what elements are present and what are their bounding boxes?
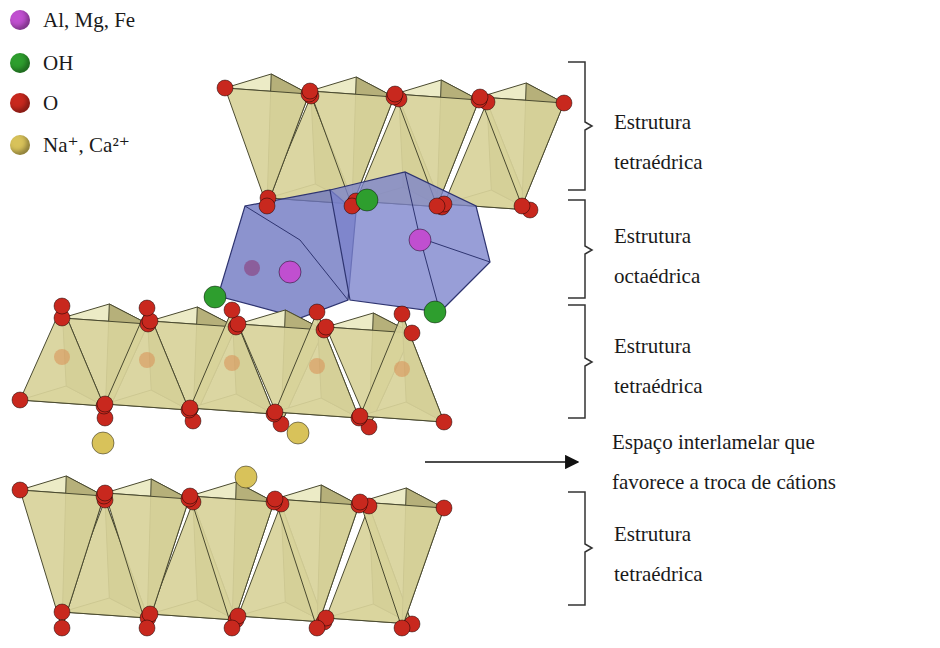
tetrahedron <box>275 312 359 418</box>
atom <box>12 482 28 498</box>
atom <box>556 95 572 111</box>
atom <box>217 80 233 96</box>
tetrahedron <box>190 310 274 414</box>
atom <box>318 319 334 335</box>
atom <box>352 408 368 424</box>
atom <box>287 422 309 444</box>
atom <box>139 300 155 316</box>
tetra-face <box>190 310 274 414</box>
tetrahedron <box>105 308 189 410</box>
tetra-face <box>275 499 359 628</box>
atom <box>302 83 318 99</box>
silicon-atom <box>54 349 70 365</box>
atom <box>267 491 283 507</box>
legend-text: Na⁺, Ca²⁺ <box>43 132 130 158</box>
octahedra <box>218 172 490 318</box>
atom <box>182 400 198 416</box>
legend-swatch <box>10 135 30 155</box>
atom <box>224 620 240 636</box>
atom <box>92 432 114 454</box>
atom <box>356 189 378 211</box>
legend-text: O <box>43 90 58 116</box>
atom <box>235 466 257 488</box>
atom <box>142 606 158 622</box>
atom <box>267 404 283 420</box>
tetra-face <box>360 314 444 422</box>
atom <box>436 500 452 516</box>
silicon-atom <box>139 352 155 368</box>
metal-atom <box>244 260 260 276</box>
tetra-face <box>480 97 564 206</box>
atom <box>224 302 240 318</box>
atom <box>12 392 28 408</box>
structure-label: Estrutura tetraédrica <box>614 514 739 594</box>
atom <box>472 89 488 105</box>
atom <box>204 286 226 308</box>
atom <box>97 485 113 501</box>
silicon-atom <box>309 358 325 374</box>
structure-label: Estrutura tetraédrica <box>614 326 739 406</box>
tetra-face <box>105 493 189 628</box>
legend-text: Al, Mg, Fe <box>43 7 135 33</box>
structure-label: Estrutura octaédrica <box>614 216 739 296</box>
atom <box>424 301 446 323</box>
tetrahedron <box>225 74 309 206</box>
atom <box>436 414 452 430</box>
atom <box>139 620 155 636</box>
tetra-face <box>275 312 359 418</box>
tetrahedron <box>190 482 274 628</box>
atom <box>394 620 410 636</box>
bracket <box>568 62 592 605</box>
legend-text: OH <box>43 50 73 76</box>
silicon-atom <box>224 355 240 371</box>
atom <box>352 494 368 510</box>
tetra-face <box>20 490 104 628</box>
tetrahedron <box>360 488 444 628</box>
atom <box>279 261 301 283</box>
tetra-face <box>105 308 189 410</box>
tetrahedron <box>20 476 104 628</box>
legend-swatch <box>10 10 30 30</box>
tetra-face <box>20 306 104 406</box>
tetrahedron <box>480 83 564 206</box>
structure-label: Espaço interlamelar que favorece a troca… <box>612 422 874 502</box>
structure-label: Estrutura tetraédrica <box>614 102 739 182</box>
atom <box>54 298 70 314</box>
silicon-atom <box>394 361 410 377</box>
atom <box>409 229 431 251</box>
atom <box>97 396 113 412</box>
tetra-face <box>225 88 309 206</box>
atom <box>394 306 410 322</box>
tetra-face <box>360 502 444 628</box>
tetrahedron <box>20 306 104 406</box>
tetra-face <box>190 496 274 628</box>
atom <box>309 620 325 636</box>
legend-swatch <box>10 53 30 73</box>
atom <box>182 488 198 504</box>
pointer-arrow <box>425 461 578 463</box>
legend-swatch <box>10 93 30 113</box>
tetrahedron <box>360 314 444 422</box>
atom <box>514 198 530 214</box>
atom <box>259 198 275 214</box>
atom <box>404 325 420 341</box>
tetrahedron <box>105 479 189 628</box>
atom <box>429 198 445 214</box>
atom <box>387 86 403 102</box>
atom <box>309 304 325 320</box>
atom <box>54 604 70 620</box>
atom <box>54 620 70 636</box>
octahedron <box>330 172 490 312</box>
